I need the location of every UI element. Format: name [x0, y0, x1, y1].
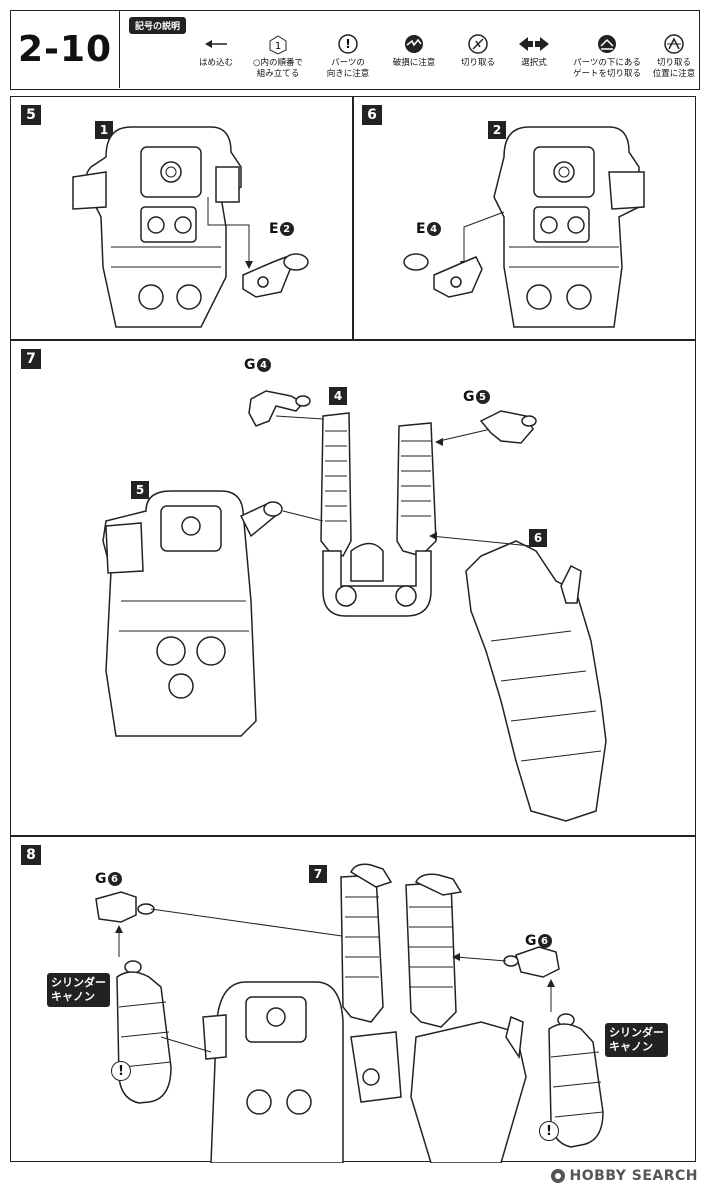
cylinder-cannon-label-right: シリンダー キャノン	[605, 1023, 668, 1057]
arrow-left-icon	[205, 40, 227, 48]
part-letter: E	[416, 221, 426, 237]
part-letter: E	[269, 221, 279, 237]
sub-assembly-tag: 2	[488, 121, 506, 139]
legend-text: 切り取る	[460, 58, 495, 68]
torso-assembly-illustration	[403, 126, 645, 328]
part-number: 2	[279, 222, 294, 236]
cut-position-icon	[664, 34, 684, 54]
hobby-search-logo-icon	[550, 1169, 565, 1183]
legend-item-gate: パーツの下にある ゲートを切り取る	[565, 33, 649, 80]
torso-assembly-illustration	[72, 126, 309, 328]
svg-text:1: 1	[275, 41, 281, 52]
legend-text: ○内の順番で 組み立てる	[253, 58, 303, 79]
arm-assembly-illustration	[102, 390, 607, 822]
part-letter: G	[244, 357, 256, 373]
sub-assembly-tag-6: 6	[529, 529, 547, 547]
part-number: 5	[475, 390, 490, 404]
legend-text: パーツの 向きに注意	[326, 58, 370, 79]
panel-number: 7	[21, 349, 41, 369]
panel-number: 5	[21, 105, 41, 125]
exclamation-icon: !	[539, 1121, 559, 1141]
part-number: 6	[107, 872, 122, 886]
part-number: 6	[537, 934, 552, 948]
legend-item-cut-position: 切り取る 位置に注意	[639, 33, 709, 80]
legend-item-cut: 切り取る	[443, 33, 513, 69]
legend-title: 記号の説明	[129, 17, 187, 34]
legend: はめ込む 1 ○内の順番で 組み立てる ! パーツの 向きに注意 破損に注意 切…	[181, 33, 695, 85]
circled-number-icon: 1	[269, 35, 287, 55]
sub-assembly-tag-4: 4	[329, 387, 347, 405]
legend-text: 破損に注意	[392, 58, 436, 68]
panel-number: 8	[21, 845, 41, 865]
legend-text: パーツの下にある ゲートを切り取る	[572, 58, 641, 79]
exclamation-icon: !	[338, 34, 358, 54]
cylinder-cannon-assembly-illustration	[95, 863, 604, 1163]
legend-item-select: 選択式	[499, 33, 569, 69]
part-number: 4	[426, 222, 441, 236]
panel-number: 6	[362, 105, 382, 125]
legend-item-order: 1 ○内の順番で 組み立てる	[243, 33, 313, 80]
svg-text:!: !	[345, 37, 350, 51]
watermark: HOBBY SEARCH	[550, 1168, 698, 1184]
part-number: 4	[256, 358, 271, 372]
breakage-icon	[405, 35, 423, 53]
watermark-text: HOBBY SEARCH	[569, 1168, 698, 1184]
step-title: 2-10	[11, 11, 120, 88]
panel-7: 7 4 5 6	[10, 340, 696, 836]
part-letter: G	[525, 933, 537, 949]
legend-text: 選択式	[521, 58, 547, 68]
header: 2-10 記号の説明 はめ込む 1 ○内の順番で 組み立てる ! パーツの 向き…	[10, 10, 700, 90]
exclamation-icon: !	[111, 1061, 131, 1081]
gate-cut-icon	[598, 35, 616, 53]
legend-item-insert: はめ込む	[181, 33, 251, 69]
sub-assembly-tag: 1	[95, 121, 113, 139]
panel-8: 8 7	[10, 836, 696, 1163]
cut-icon	[468, 34, 488, 54]
legend-text: 切り取る 位置に注意	[652, 58, 696, 79]
cylinder-cannon-label-left: シリンダー キャノン	[47, 973, 110, 1007]
double-arrow-icon	[519, 37, 549, 51]
part-letter: G	[463, 389, 475, 405]
legend-item-breakage: 破損に注意	[379, 33, 449, 69]
part-letter: G	[95, 871, 107, 887]
sub-assembly-tag-7: 7	[309, 865, 327, 883]
sub-assembly-tag-5: 5	[131, 481, 149, 499]
legend-item-direction: ! パーツの 向きに注意	[313, 33, 383, 80]
legend-text: はめ込む	[198, 58, 233, 68]
